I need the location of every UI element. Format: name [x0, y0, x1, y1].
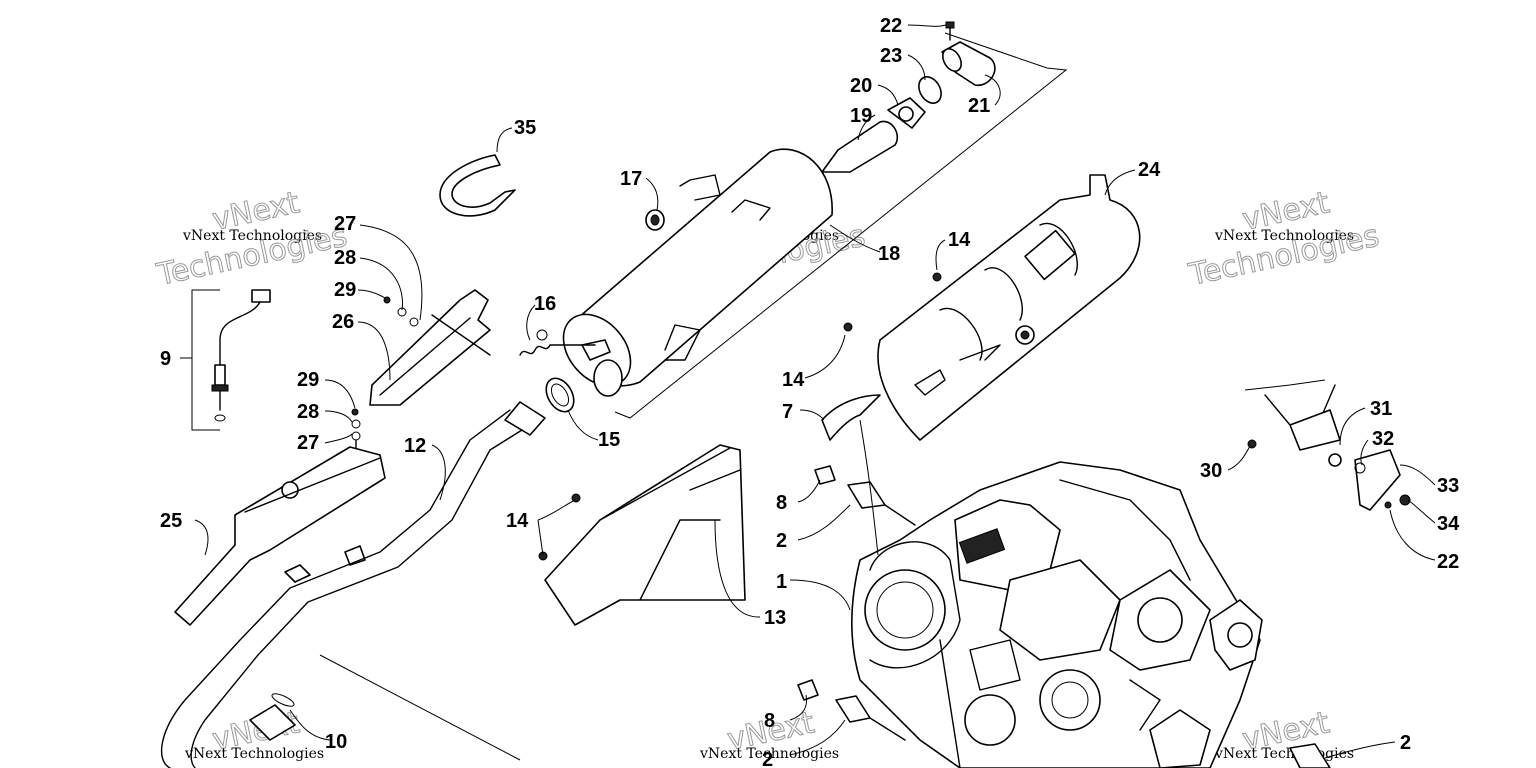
callout-labels: 22 23 20 21 19 35 17 24 18 14 27 28 29 2…	[160, 15, 1460, 768]
watermark-text: vNext Technologies	[699, 746, 839, 762]
callout-14: 14	[948, 229, 971, 251]
spring-part	[519, 329, 596, 356]
callout-20: 20	[850, 75, 872, 97]
callout-27: 27	[334, 213, 356, 235]
grommet-part	[645, 209, 665, 231]
watermark-text: vNext Technologies	[1214, 746, 1354, 762]
callout-8: 8	[764, 710, 775, 732]
callout-28: 28	[297, 401, 319, 423]
watermark-right: vNext vNext Technologies Technologies	[1185, 185, 1383, 294]
callout-7: 7	[782, 401, 793, 423]
callout-29: 29	[297, 369, 319, 391]
gasket-group-frame	[319, 654, 521, 761]
callout-29: 29	[334, 279, 356, 301]
watermark-bottom-left: vNext vNext Technologies	[184, 705, 324, 762]
callout-2: 2	[1400, 732, 1411, 754]
callout-30: 30	[1200, 460, 1222, 482]
bolt-part	[945, 21, 955, 41]
callout-14: 14	[506, 510, 529, 532]
exhaust-gasket-part	[249, 693, 296, 741]
callout-23: 23	[880, 45, 902, 67]
callout-26: 26	[332, 311, 354, 333]
callout-15: 15	[598, 429, 620, 451]
callout-22: 22	[1437, 551, 1459, 573]
watermark-text: vNext Technologies	[182, 228, 322, 244]
callout-8: 8	[776, 492, 787, 514]
callout-1: 1	[776, 571, 787, 593]
watermark-text: vNext Technologies	[184, 746, 324, 762]
sensor-bracket	[191, 289, 220, 431]
spark-arrestor-part	[821, 120, 899, 173]
callout-2: 2	[776, 530, 787, 552]
muffler-heat-shield-part	[877, 174, 1141, 441]
callout-18: 18	[878, 243, 900, 265]
lower-heat-shield-part	[544, 444, 746, 626]
callout-9: 9	[160, 348, 171, 370]
callout-22: 22	[880, 15, 902, 37]
callout-27: 27	[297, 432, 319, 454]
o-ring-part	[918, 76, 942, 104]
callout-35: 35	[514, 117, 536, 139]
pipe-gasket-ring-part	[545, 377, 575, 413]
callout-17: 17	[620, 168, 642, 190]
header-heat-shield-part	[174, 446, 386, 626]
callout-2: 2	[762, 749, 773, 768]
screw-part	[538, 272, 942, 561]
callout-12: 12	[404, 435, 426, 457]
oxygen-sensor-part	[211, 289, 271, 422]
callout-25: 25	[160, 510, 182, 532]
exhaust-header-pipe-part	[160, 401, 546, 768]
callout-34: 34	[1437, 513, 1460, 535]
callout-31: 31	[1370, 398, 1392, 420]
washer-stack-part	[351, 296, 419, 456]
engine-assembly-part	[850, 461, 1263, 768]
callout-21: 21	[968, 95, 990, 117]
shield-insert-part	[821, 394, 881, 441]
callout-28: 28	[334, 247, 356, 269]
callout-16: 16	[534, 293, 556, 315]
mount-bushing-part	[797, 465, 1331, 768]
exhaust-mount-bracket-part	[1244, 379, 1411, 511]
elbow-outlet-part	[941, 41, 996, 86]
muffler-group-frame	[614, 32, 1068, 419]
callout-32: 32	[1372, 428, 1394, 450]
callout-24: 24	[1138, 159, 1161, 181]
flange-gasket-part	[887, 97, 926, 129]
watermark-text: vNext Technologies	[1214, 228, 1354, 244]
leader-lines	[180, 24, 1436, 759]
callout-10: 10	[325, 731, 347, 753]
callout-19: 19	[850, 105, 872, 127]
watermark-left: vNext vNext Technologies Technologies	[153, 185, 351, 294]
callout-13: 13	[764, 607, 786, 629]
watermark-bottom-right: vNext vNext Technologies	[1214, 705, 1354, 762]
strap-clamp-part	[439, 154, 516, 217]
pipe-heat-shield-part	[369, 289, 491, 406]
muffler-part	[562, 148, 833, 397]
callout-14: 14	[782, 369, 805, 391]
callout-33: 33	[1437, 475, 1459, 497]
